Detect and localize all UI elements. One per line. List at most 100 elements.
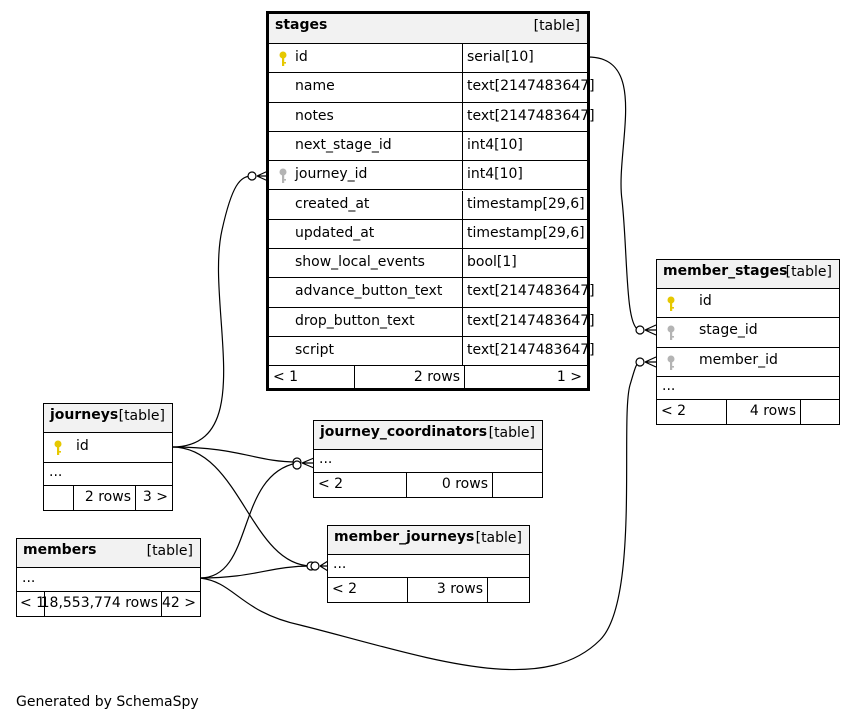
table-footer: 2 rows 3 > <box>44 486 172 510</box>
table-header: members [table] <box>17 539 200 568</box>
column-type: int4[10] <box>467 166 523 183</box>
column-type: text[2147483647] <box>467 312 595 329</box>
table-footer: < 2 4 rows <box>657 400 839 424</box>
table-stages[interactable]: stages [table] id serial[10] name text[2147… <box>266 11 595 391</box>
table-name: members <box>23 542 97 558</box>
parents-count: < 2 <box>661 403 687 419</box>
table-journeys[interactable]: journeys [table] id ... 2 rows 3 > <box>43 403 173 511</box>
table-footer: < 1 2 rows 1 > <box>269 366 587 391</box>
column-type: serial[10] <box>467 49 534 65</box>
primary-key-icon <box>54 440 62 455</box>
table-type: [table] <box>475 530 522 546</box>
column-name: show_local_events <box>295 254 425 271</box>
column-row-member-id[interactable]: member_id <box>657 348 839 377</box>
column-type: text[2147483647] <box>467 78 595 95</box>
column-name: advance_button_text <box>295 283 443 300</box>
column-type: text[2147483647] <box>467 283 595 300</box>
link-members-member-stages <box>199 361 641 671</box>
column-row-notes[interactable]: notes text[2147483647] <box>269 102 595 132</box>
column-name: created_at <box>295 195 370 212</box>
table-type: [table] <box>118 408 165 424</box>
table-member-journeys[interactable]: member_journeys [table] ... < 2 3 rows <box>327 525 530 603</box>
row-count: 4 rows <box>749 403 796 419</box>
row-count: 2 rows <box>413 369 460 385</box>
column-row-updated-at[interactable]: updated_at timestamp[29,6] <box>269 219 587 250</box>
table-members[interactable]: members [table] ... < 1 18,553,774 rows … <box>16 538 201 617</box>
table-name: journey_coordinators <box>320 424 488 440</box>
children-count: 42 > <box>162 595 196 611</box>
table-header: journeys [table] <box>44 404 172 433</box>
column-name: id <box>295 49 308 65</box>
foreign-key-icon <box>279 168 287 184</box>
children-count: 1 > <box>556 369 582 385</box>
more-columns: ... <box>314 450 542 473</box>
column-name: notes <box>295 107 334 124</box>
table-footer: < 1 18,553,774 rows 42 > <box>17 592 200 616</box>
table-name: member_stages <box>663 263 788 279</box>
table-header: journey_coordinators [table] <box>314 421 542 450</box>
table-name: member_journeys <box>334 529 475 545</box>
column-type: timestamp[29,6] <box>467 224 585 241</box>
link-journeys-stages <box>171 175 253 448</box>
column-row-stage-id[interactable]: stage_id <box>657 318 839 348</box>
link-journeys-journey-coordinators <box>171 446 298 463</box>
row-count: 0 rows <box>441 476 488 492</box>
link-members-member-journeys <box>199 565 312 579</box>
table-header: stages [table] <box>269 14 587 44</box>
generator-caption: Generated by SchemaSpy <box>16 694 199 710</box>
column-row-script[interactable]: script text[2147483647] <box>269 337 595 367</box>
foreign-key-icon <box>667 325 675 341</box>
table-footer: < 2 0 rows <box>314 473 542 497</box>
more-columns: ... <box>17 568 200 592</box>
table-header: member_journeys [table] <box>328 526 529 555</box>
children-count: 3 > <box>142 489 168 505</box>
table-type: [table] <box>533 18 580 34</box>
column-name: script <box>295 342 335 358</box>
column-row-name[interactable]: name text[2147483647] <box>269 73 595 103</box>
column-name: name <box>295 78 335 95</box>
table-type: [table] <box>488 425 535 441</box>
table-type: [table] <box>146 543 193 559</box>
column-row-id[interactable]: id serial[10] <box>269 44 587 74</box>
column-row-id[interactable]: id <box>657 289 839 319</box>
column-row-advance-button-text[interactable]: advance_button_text text[2147483647] <box>269 278 595 308</box>
table-name: journeys <box>50 407 119 423</box>
more-columns: ... <box>657 377 839 400</box>
row-count: 2 rows <box>84 489 131 505</box>
column-row-show-local-events[interactable]: show_local_events bool[1] <box>269 249 587 279</box>
foreign-key-icon <box>667 355 675 370</box>
table-member-stages[interactable]: member_stages [table] id stage_id member_i… <box>656 259 840 425</box>
column-name: id <box>699 293 712 309</box>
column-name: drop_button_text <box>295 312 415 329</box>
table-name: stages <box>275 17 328 33</box>
column-name: updated_at <box>295 224 375 241</box>
parents-count: < 2 <box>318 476 344 492</box>
link-members-journey-coordinators <box>199 462 298 579</box>
more-columns: ... <box>328 555 529 578</box>
table-journey-coordinators[interactable]: journey_coordinators [table] ... < 2 0 r… <box>313 420 543 498</box>
column-name: stage_id <box>699 322 758 339</box>
column-row-next-stage-id[interactable]: next_stage_id int4[10] <box>269 131 587 162</box>
column-row-drop-button-text[interactable]: drop_button_text text[2147483647] <box>269 307 595 337</box>
column-type: int4[10] <box>467 136 523 153</box>
link-journeys-member-journeys <box>171 446 312 567</box>
primary-key-icon <box>667 296 675 311</box>
table-type: [table] <box>785 264 832 280</box>
column-name: next_stage_id <box>295 136 392 153</box>
column-type: text[2147483647] <box>467 342 595 358</box>
parents-count: < 1 <box>20 595 46 611</box>
column-name: id <box>76 438 89 454</box>
link-stages-member-stages <box>587 56 641 331</box>
parents-count: < 2 <box>332 581 358 597</box>
parents-count: < 1 <box>273 369 299 385</box>
column-name: member_id <box>699 351 778 368</box>
table-header: member_stages [table] <box>657 260 839 289</box>
column-type: text[2147483647] <box>467 107 595 124</box>
primary-key-icon <box>279 51 287 66</box>
column-type: bool[1] <box>467 254 517 271</box>
more-columns: ... <box>44 463 172 486</box>
column-row-id[interactable]: id <box>44 433 172 463</box>
